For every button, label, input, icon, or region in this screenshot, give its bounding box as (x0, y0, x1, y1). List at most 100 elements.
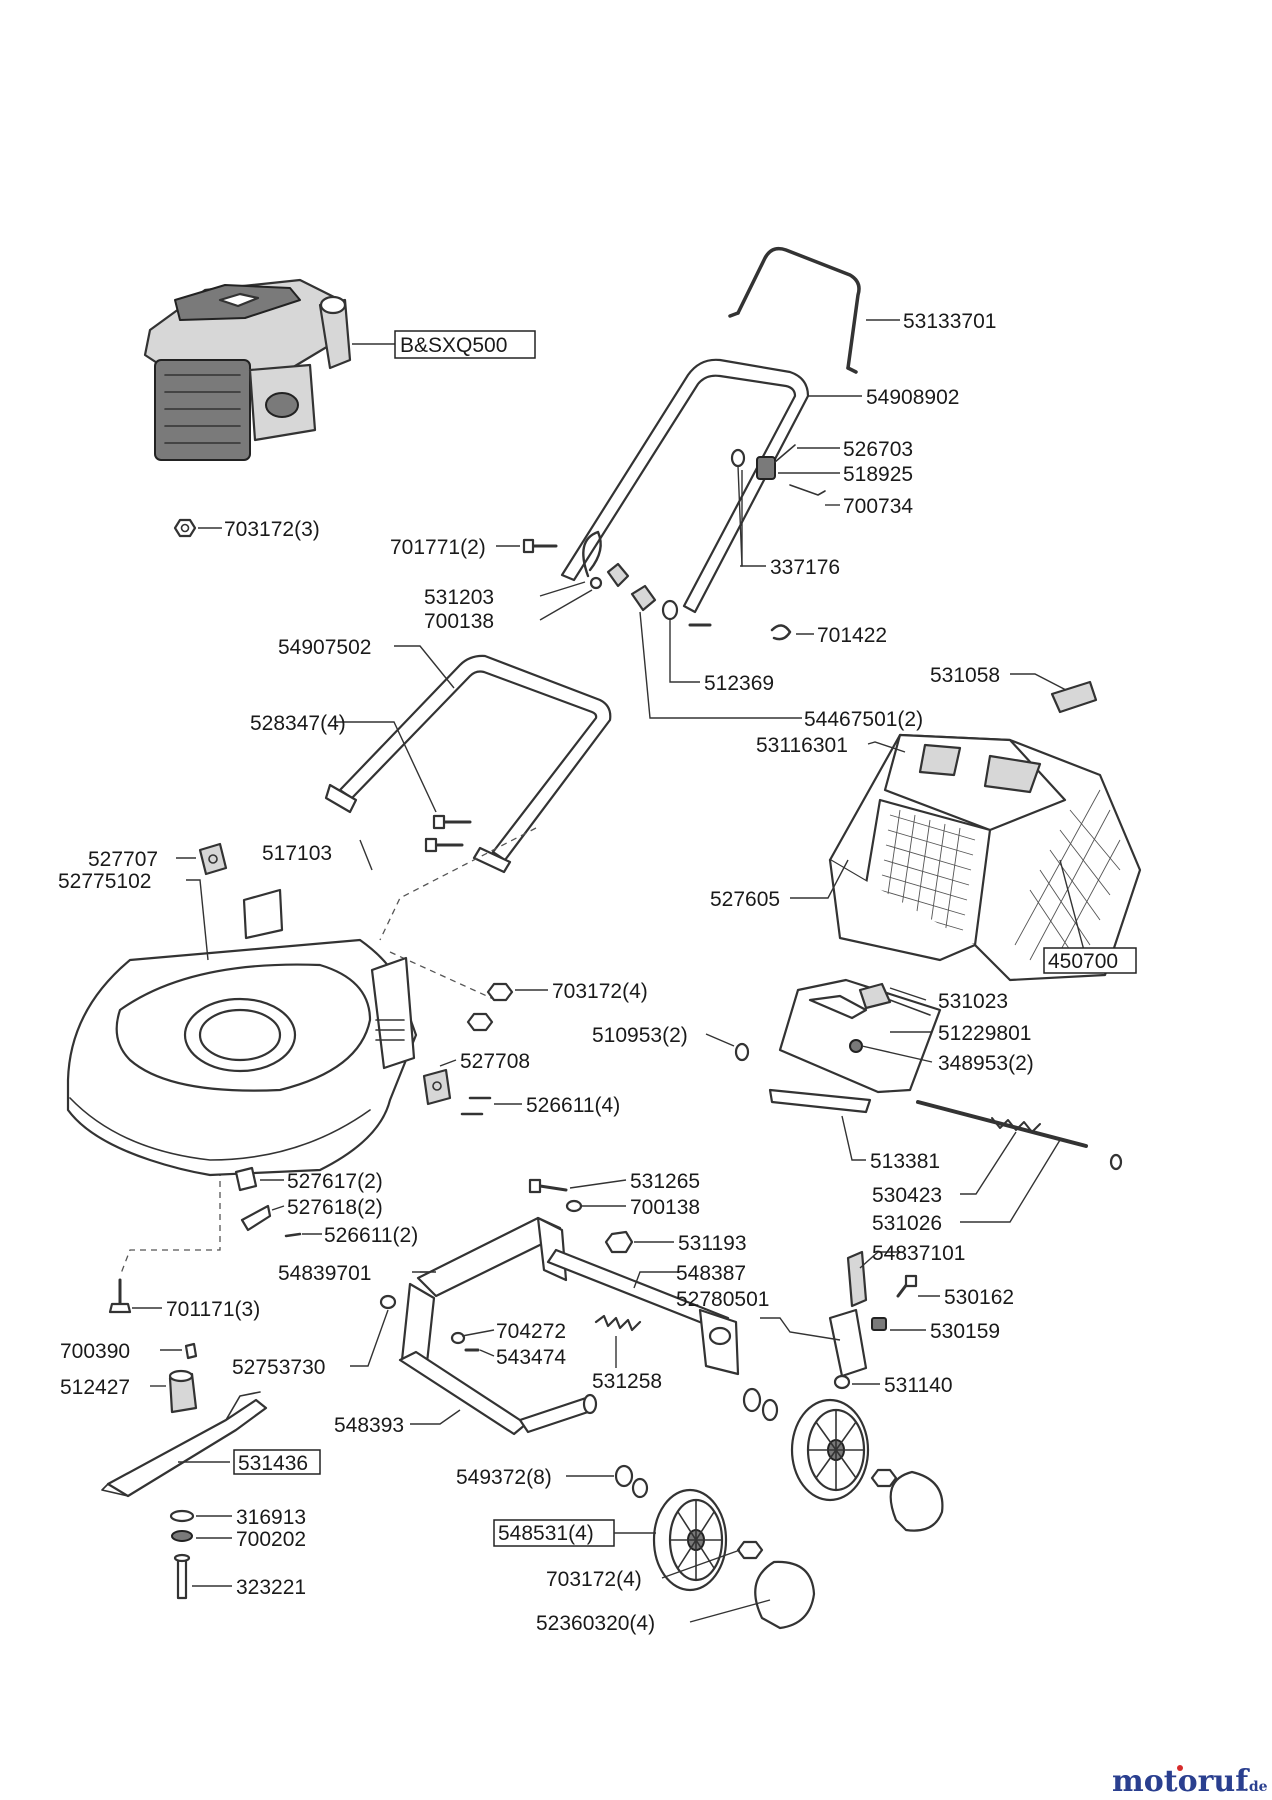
adjust-spring (594, 1314, 642, 1368)
part-label: 700390 (60, 1340, 130, 1363)
part-label: 52775102 (58, 870, 151, 893)
assembly-line (119, 1170, 221, 1277)
nuts-703172 (466, 982, 548, 1032)
flap-rod (916, 1100, 1123, 1223)
blade-callout: 531436 (233, 1449, 321, 1475)
engine-callout: B&SXQ500 (352, 330, 536, 359)
wheel-callout: 548531(4) (493, 1519, 656, 1547)
part-label: 517103 (262, 842, 332, 865)
grass-catcher (790, 733, 1142, 982)
upper-handle (560, 358, 810, 614)
part-label: 700734 (843, 495, 913, 518)
washers (450, 1329, 495, 1357)
part-label: 527618(2) (287, 1196, 383, 1219)
part-label: 531193 (678, 1232, 747, 1255)
part-label: 52360320(4) (536, 1612, 655, 1635)
leader (633, 1271, 678, 1289)
part-label: 701771(2) (390, 536, 486, 559)
part-label: 530162 (944, 1286, 1014, 1309)
part-label: 54837101 (872, 1242, 965, 1265)
part-label: 700138 (424, 610, 494, 633)
part-label: 510953(2) (592, 1024, 688, 1047)
discharge-cover (768, 978, 942, 1161)
part-label: 531140 (884, 1374, 953, 1397)
part-label: 531023 (938, 990, 1008, 1013)
part-label: 703172(3) (224, 518, 320, 541)
part-label: 700202 (236, 1528, 306, 1551)
part-label: 531265 (630, 1170, 700, 1193)
part-label: 51229801 (938, 1022, 1031, 1045)
part-label: 704272 (496, 1320, 566, 1343)
logo-dot-icon (1177, 1765, 1183, 1771)
handle-bolt (496, 538, 558, 554)
cable-clip (770, 624, 814, 641)
brake-bar (728, 246, 900, 374)
spring-clip (539, 530, 603, 621)
handle-bolts (334, 721, 472, 853)
part-label: 527707 (88, 848, 158, 871)
motoruf-logo: motoruf .de (1112, 1764, 1268, 1799)
adjust-bolts (350, 1178, 674, 1425)
part-label: 54907502 (278, 636, 371, 659)
hinge-527708 (422, 1059, 522, 1116)
logo-suffix: .de (1244, 1779, 1268, 1795)
catcher-callout: 450700 (1043, 947, 1137, 974)
nut-510953 (705, 1033, 750, 1062)
leader (661, 1549, 741, 1579)
part-label: 530423 (872, 1184, 942, 1207)
part-label: 316913 (236, 1506, 306, 1529)
part-label: 512369 (704, 672, 774, 695)
hinge-527707 (176, 842, 228, 876)
part-label: 54467501(2) (804, 708, 923, 731)
wheel-part-number: 548531(4) (498, 1522, 594, 1545)
engine-model-label: B&SXQ500 (400, 334, 507, 357)
engine-illustration (143, 278, 352, 461)
part-label: 531203 (424, 586, 494, 609)
bolt-701171 (108, 1278, 162, 1314)
nut-703172 (173, 518, 222, 538)
height-adjust-frame (398, 1216, 740, 1436)
catcher-part-number: 450700 (1048, 950, 1118, 973)
part-label: 53133701 (903, 310, 996, 333)
height-lever (760, 1250, 940, 1390)
part-label: 513381 (870, 1150, 940, 1173)
part-label: 549372(8) (456, 1466, 552, 1489)
part-label: 700138 (630, 1196, 700, 1219)
assembly-line (389, 951, 501, 1003)
part-label: 526611(2) (324, 1224, 418, 1247)
part-label: 548387 (676, 1262, 746, 1285)
part-label: 53116301 (756, 734, 848, 757)
part-label: 54908902 (866, 386, 959, 409)
part-label: 52780501 (676, 1288, 769, 1311)
part-label: 518925 (843, 463, 913, 486)
part-label: 527605 (710, 888, 780, 911)
part-label: 548393 (334, 1414, 404, 1437)
part-label: 528347(4) (250, 712, 346, 735)
knob (661, 599, 712, 683)
part-label: 703172(4) (546, 1568, 642, 1591)
part-label: 52753730 (232, 1356, 325, 1379)
blade-assembly (101, 1342, 268, 1600)
part-label: 512427 (60, 1376, 130, 1399)
part-label: 527617(2) (287, 1170, 383, 1193)
part-label: 543474 (496, 1346, 566, 1369)
part-label: 323221 (236, 1576, 306, 1599)
part-label: 54839701 (278, 1262, 371, 1285)
part-label: 701422 (817, 624, 887, 647)
lower-handle (324, 645, 612, 874)
leader (689, 1599, 771, 1623)
part-label: 348953(2) (938, 1052, 1034, 1075)
part-label: 530159 (930, 1320, 1000, 1343)
part-label: 703172(4) (552, 980, 648, 1003)
mower-deck (66, 839, 418, 1177)
part-label: 337176 (770, 556, 840, 579)
wheel-front-left (614, 1464, 816, 1630)
part-label: 526611(4) (526, 1094, 620, 1117)
part-label: 531026 (872, 1212, 942, 1235)
handle-clamp (606, 562, 802, 719)
part-label: 531058 (930, 664, 1000, 687)
catcher-handle (1010, 673, 1098, 714)
wheel-rear-right (742, 1387, 944, 1532)
deck-fittings (234, 1166, 322, 1238)
